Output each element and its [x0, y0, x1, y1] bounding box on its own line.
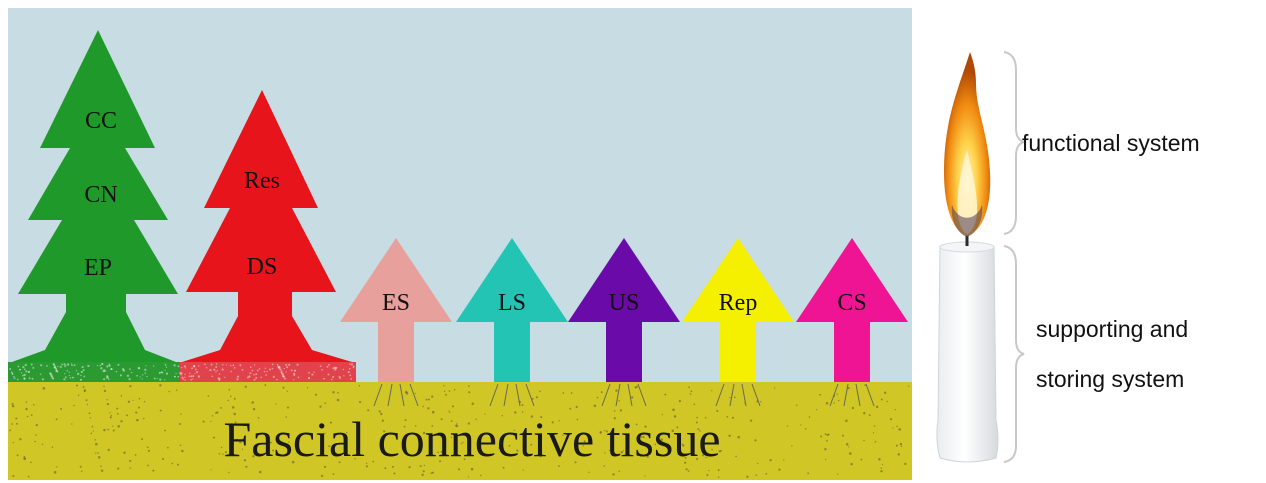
arrow-label-cs: CS	[837, 290, 866, 316]
supporting-system-label-line-2: storing system	[1036, 362, 1184, 396]
functional-system-label: functional system	[1022, 126, 1200, 160]
left-tree-label-cn: CN	[84, 182, 117, 208]
left-tree-label-ep: EP	[84, 255, 112, 281]
functional-system-brace	[1004, 52, 1024, 234]
candle	[937, 52, 998, 462]
right-tree-label-ds: DS	[247, 254, 278, 280]
base-label: Fascial connective tissue	[223, 411, 720, 467]
candle-body	[937, 242, 998, 462]
arrow-label-es: ES	[382, 290, 410, 316]
left-tree-label-cc: CC	[85, 108, 117, 134]
supporting-system-label-line-1: supporting and	[1036, 312, 1188, 346]
supporting-system-brace	[1004, 246, 1024, 462]
arrow-label-rep: Rep	[719, 290, 758, 316]
arrow-label-us: US	[609, 290, 640, 316]
right-tree-label-res: Res	[244, 168, 280, 194]
arrow-label-ls: LS	[498, 290, 526, 316]
